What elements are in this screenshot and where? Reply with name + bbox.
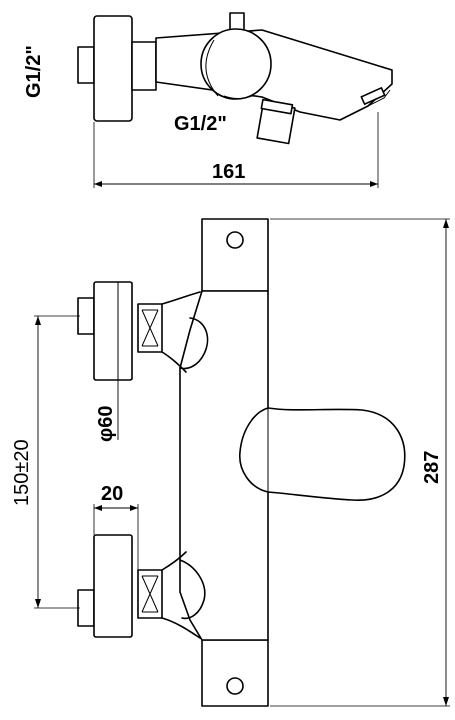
side-view — [77, 12, 393, 188]
side-connector — [131, 41, 157, 91]
side-lever — [200, 28, 272, 100]
dim-depth: 161 — [212, 161, 245, 183]
dim-top-thread: G1/2" — [23, 45, 45, 98]
dim-inlet-spacing: 150±20 — [11, 439, 33, 506]
front-upper-escutcheon — [93, 281, 133, 381]
front-upper-nipple — [77, 297, 95, 335]
front-view — [34, 218, 450, 707]
dim-outlet-thread: G1/2" — [174, 113, 227, 135]
front-bottom-block — [201, 639, 269, 707]
side-inlet-nipple — [77, 46, 95, 84]
front-top-block — [201, 218, 269, 292]
dim-inlet-diameter: φ60 — [95, 405, 117, 442]
front-lower-nipple — [77, 589, 95, 627]
front-lever — [239, 407, 406, 501]
dim-height: 287 — [421, 451, 443, 484]
dim-inlet-width: 20 — [101, 483, 123, 505]
front-lower-escutcheon — [93, 534, 133, 638]
side-escutcheon — [93, 15, 133, 122]
